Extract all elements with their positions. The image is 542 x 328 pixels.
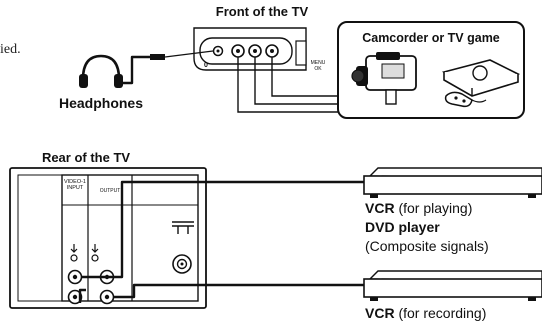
camcorder-icon xyxy=(351,52,417,105)
video1-input-label: VIDEO-1 INPUT xyxy=(63,179,86,191)
antenna-jack-icon xyxy=(172,254,192,274)
cable-vcr-play-to-input xyxy=(82,180,364,279)
headphone-cable xyxy=(121,55,150,85)
antenna-symbol-icon xyxy=(172,221,194,234)
headphones-label: Headphones xyxy=(59,95,143,111)
composite-signals-note: (Composite signals) xyxy=(365,238,489,254)
rear-input-jacks xyxy=(67,269,83,305)
dvd-player-label: DVD player xyxy=(365,219,440,235)
ok-label: OK xyxy=(314,66,322,72)
rear-panel: VIDEO-1 INPUT OUTPUT xyxy=(9,167,207,309)
front-av-jacks xyxy=(231,44,279,58)
headphone-plug-icon xyxy=(150,54,165,60)
page-text-fragment: ied. xyxy=(0,42,21,57)
front-of-tv-title: Front of the TV xyxy=(216,4,309,19)
headphones-icon xyxy=(79,54,123,88)
source-box-title: Camcorder or TV game xyxy=(362,31,500,45)
front-panel-number: 0 xyxy=(204,62,208,69)
output-label: OUTPUT xyxy=(100,188,121,194)
vcr-record-label: VCR (for recording) xyxy=(365,305,486,321)
vcr-play-device xyxy=(363,167,542,198)
menu-label: MENU xyxy=(311,60,326,66)
headphone-jack-icon xyxy=(212,45,224,57)
game-console-icon xyxy=(441,59,521,108)
cable-input-bottom xyxy=(78,288,86,303)
rear-of-tv-title: Rear of the TV xyxy=(42,150,130,165)
vcr-play-label: VCR (for playing) xyxy=(365,200,472,216)
cable-output-to-vcr-record xyxy=(113,283,364,299)
front-panel: 0 MENU OK xyxy=(193,27,326,72)
vcr-record-device xyxy=(363,270,542,301)
